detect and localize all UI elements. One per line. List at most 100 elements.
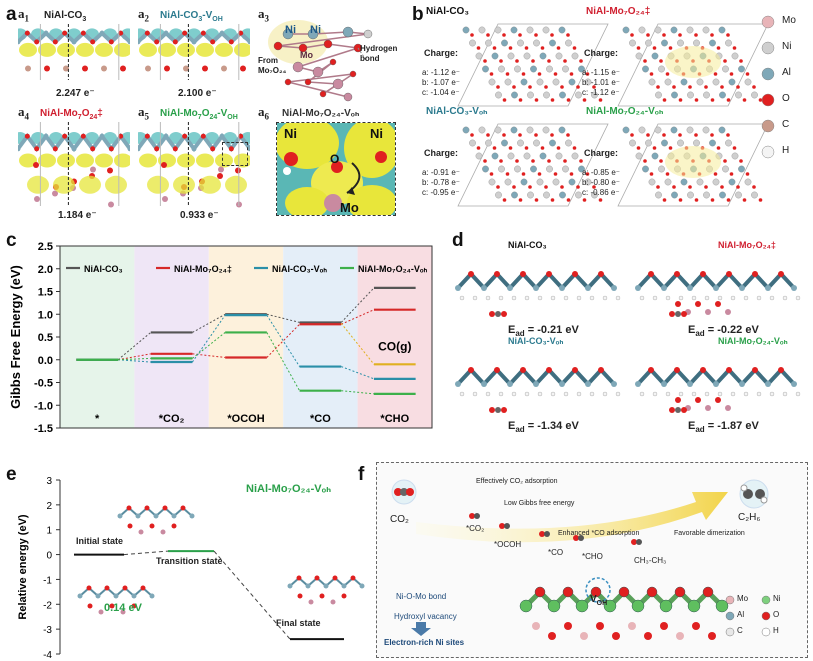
isosurface-blob bbox=[19, 153, 37, 168]
atom bbox=[576, 85, 580, 89]
atom bbox=[579, 159, 583, 163]
atom bbox=[533, 139, 540, 147]
y-tick-label: 0.0 bbox=[38, 355, 53, 367]
atom bbox=[713, 172, 718, 176]
isosurface-blob bbox=[177, 153, 195, 168]
atom bbox=[515, 159, 519, 163]
atom bbox=[636, 46, 641, 50]
atom bbox=[652, 295, 658, 301]
atom bbox=[672, 85, 676, 89]
isosurface-blob bbox=[234, 42, 252, 57]
atom bbox=[530, 165, 537, 173]
atom bbox=[488, 178, 496, 186]
atom bbox=[585, 172, 590, 176]
panel-label-e: e bbox=[6, 464, 17, 485]
atom bbox=[113, 593, 119, 599]
atom bbox=[126, 505, 132, 511]
atom bbox=[715, 599, 729, 613]
b-charge-value: c: -0.95 e⁻ bbox=[422, 188, 460, 197]
atom bbox=[534, 33, 538, 37]
connector bbox=[117, 359, 151, 363]
atom bbox=[533, 285, 539, 291]
atom bbox=[572, 271, 578, 277]
legend-swatch bbox=[761, 119, 775, 133]
atom bbox=[717, 391, 723, 397]
atom bbox=[578, 165, 585, 173]
atom bbox=[218, 166, 224, 173]
atom bbox=[735, 191, 742, 199]
atom bbox=[765, 285, 771, 291]
panel-label-a: a bbox=[6, 4, 17, 25]
y-tick-label: 0 bbox=[46, 551, 52, 562]
atom bbox=[652, 146, 657, 150]
atom bbox=[635, 381, 641, 387]
atom bbox=[615, 391, 621, 397]
a1-title: NiAl-CO3 bbox=[44, 10, 87, 23]
atom bbox=[694, 33, 698, 37]
atom bbox=[584, 78, 592, 86]
atom bbox=[646, 133, 650, 137]
atom bbox=[559, 191, 566, 199]
atom bbox=[507, 381, 513, 387]
isosurface-blob bbox=[57, 153, 75, 168]
atom bbox=[482, 165, 489, 173]
atom bbox=[539, 152, 547, 160]
atom bbox=[710, 133, 714, 137]
atom bbox=[742, 98, 747, 102]
atom bbox=[592, 185, 596, 189]
energy-value: = -0.21 eV bbox=[524, 324, 579, 336]
atom bbox=[550, 198, 555, 202]
atom bbox=[34, 39, 40, 45]
atom bbox=[502, 33, 506, 37]
atom bbox=[639, 295, 645, 301]
atom bbox=[332, 575, 338, 581]
atom bbox=[704, 295, 710, 301]
atom bbox=[469, 39, 476, 47]
atom bbox=[489, 172, 494, 176]
atom bbox=[550, 133, 554, 137]
atom bbox=[511, 191, 518, 199]
atom bbox=[514, 165, 521, 173]
atom bbox=[508, 46, 513, 50]
atom bbox=[719, 91, 726, 99]
atom bbox=[462, 126, 470, 134]
atom bbox=[629, 39, 636, 47]
atom bbox=[350, 575, 356, 581]
atom bbox=[528, 185, 532, 189]
d-structure-title: NiAl-CO₃-Vₒₕ bbox=[508, 336, 564, 346]
energy-subscript: ad bbox=[515, 425, 525, 435]
atom bbox=[704, 185, 708, 189]
atom bbox=[546, 367, 552, 373]
atom bbox=[669, 407, 675, 413]
atom bbox=[739, 159, 743, 163]
atom bbox=[504, 523, 510, 529]
category-band bbox=[283, 246, 358, 428]
adsorption-energy: Ead = -1.87 eV bbox=[688, 420, 759, 434]
b-charge-value: a: -1.12 e⁻ bbox=[422, 68, 461, 77]
e-final-label: Final state bbox=[276, 618, 321, 628]
atom bbox=[560, 85, 564, 89]
atom bbox=[725, 309, 731, 315]
atom bbox=[44, 65, 50, 72]
atom bbox=[491, 152, 499, 160]
atom bbox=[715, 301, 721, 307]
isosurface-blob bbox=[147, 175, 169, 194]
atom bbox=[63, 65, 69, 72]
x-category-label: * bbox=[95, 413, 100, 425]
atom bbox=[644, 632, 652, 640]
atom bbox=[718, 26, 726, 34]
atom bbox=[149, 593, 155, 599]
atom bbox=[539, 531, 545, 537]
atom bbox=[531, 159, 535, 163]
atom bbox=[528, 85, 532, 89]
atom bbox=[645, 139, 652, 147]
energy-symbol: E bbox=[688, 324, 696, 336]
atom bbox=[662, 198, 667, 202]
energy-symbol: E bbox=[508, 324, 516, 336]
x-category-label: *CO₂ bbox=[159, 413, 185, 425]
atom bbox=[752, 271, 758, 277]
atom bbox=[569, 72, 574, 76]
atom bbox=[82, 65, 88, 72]
atom bbox=[149, 523, 155, 529]
